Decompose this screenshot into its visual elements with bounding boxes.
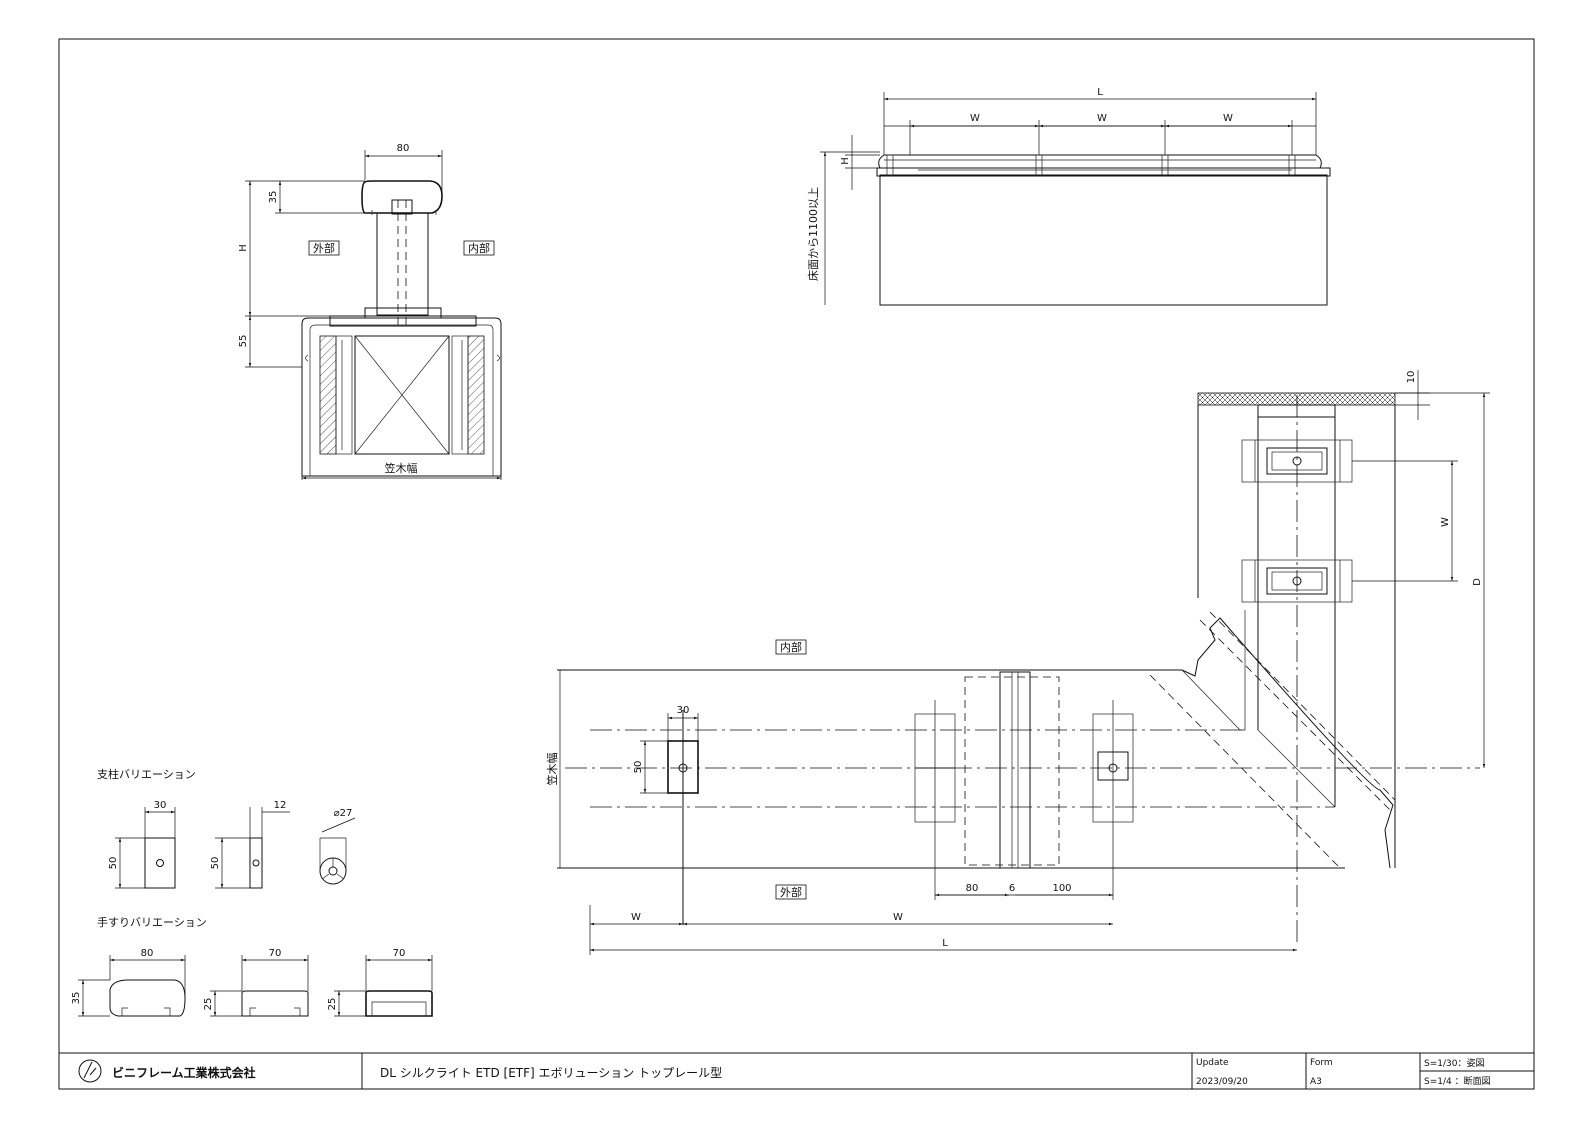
rail-variations-title: 手すりバリエーション (97, 915, 207, 929)
post-variations: 支柱バリエーション 30 50 12 50 ⌀27 (97, 767, 356, 889)
dim-elev-height: H (840, 157, 851, 165)
dim-span-3: W (1223, 113, 1233, 124)
dim-100: 100 (1052, 883, 1071, 894)
company-logo-icon (78, 1059, 102, 1083)
dim-post-width: 30 (677, 705, 690, 716)
update-label: Update (1196, 1058, 1229, 1068)
dim-80: 80 (966, 883, 979, 894)
dim-top-width: 80 (397, 143, 410, 154)
plan-label-outside: 外部 (780, 885, 802, 899)
scale-2: S=1/4 ：断面図 (1424, 1075, 1491, 1087)
company-name: ビニフレーム工業株式会社 (112, 1065, 256, 1080)
dim-coping-width: 笠木幅 (385, 461, 418, 475)
joint-bracket (914, 671, 1134, 900)
post-flat-height: 50 (210, 857, 221, 870)
dim-depth: D (1472, 578, 1483, 586)
rail1-height: 35 (71, 992, 82, 1005)
post-rect-width: 30 (154, 800, 167, 811)
dim-w-mid: W (893, 912, 903, 923)
rail-variations: 手すりバリエーション 80 35 70 25 70 25 (71, 915, 433, 1017)
rail3-width: 70 (393, 948, 406, 959)
post-variations-title: 支柱バリエーション (97, 767, 196, 781)
sheet-border (58, 38, 1535, 1090)
dim-rail-height: 35 (268, 191, 279, 204)
post-round-diameter: ⌀27 (334, 808, 353, 819)
dim-plan-total: L (942, 938, 948, 949)
section-view: 80 35 H 55 外部 内部 笠木幅 (238, 143, 502, 480)
dim-base-height: 55 (238, 335, 249, 348)
rail1-width: 80 (141, 948, 154, 959)
elevation-view: L W W W H 床面から1100以上 (806, 87, 1331, 306)
form-label: Form (1310, 1058, 1333, 1068)
plan-dim-coping-width: 笠木幅 (545, 753, 559, 786)
dim-w-right: W (1440, 517, 1451, 527)
scale-1: S=1/30：姿図 (1424, 1057, 1484, 1069)
dim-post-depth: 50 (633, 761, 644, 774)
post-rect-height: 50 (108, 857, 119, 870)
dim-w-left: W (631, 912, 641, 923)
product-title: DL シルクライト ETD [ETF] エボリューション トップレール型 (380, 1066, 722, 1080)
plan-view: 30 50 内部 外部 笠木幅 80 6 100 W W L 10 W (545, 370, 1490, 955)
label-inside: 内部 (468, 241, 490, 255)
rail2-height: 25 (203, 998, 214, 1011)
dim-floor-note: 床面から1100以上 (806, 187, 820, 281)
plan-label-inside: 内部 (780, 640, 802, 654)
dim-span-1: W (970, 113, 980, 124)
dim-total-length: L (1097, 87, 1103, 98)
label-outside: 外部 (313, 241, 335, 255)
form-value: A3 (1310, 1077, 1322, 1087)
dim-6: 6 (1009, 883, 1015, 894)
post-flat-width: 12 (274, 800, 287, 811)
title-block: ビニフレーム工業株式会社 DL シルクライト ETD [ETF] エボリューショ… (59, 1052, 1534, 1089)
dim-span-2: W (1097, 113, 1107, 124)
update-date: 2023/09/20 (1196, 1077, 1248, 1087)
dim-height: H (238, 244, 249, 252)
rail2-width: 70 (269, 948, 282, 959)
dim-10: 10 (1406, 371, 1417, 384)
rail3-height: 25 (327, 998, 338, 1011)
